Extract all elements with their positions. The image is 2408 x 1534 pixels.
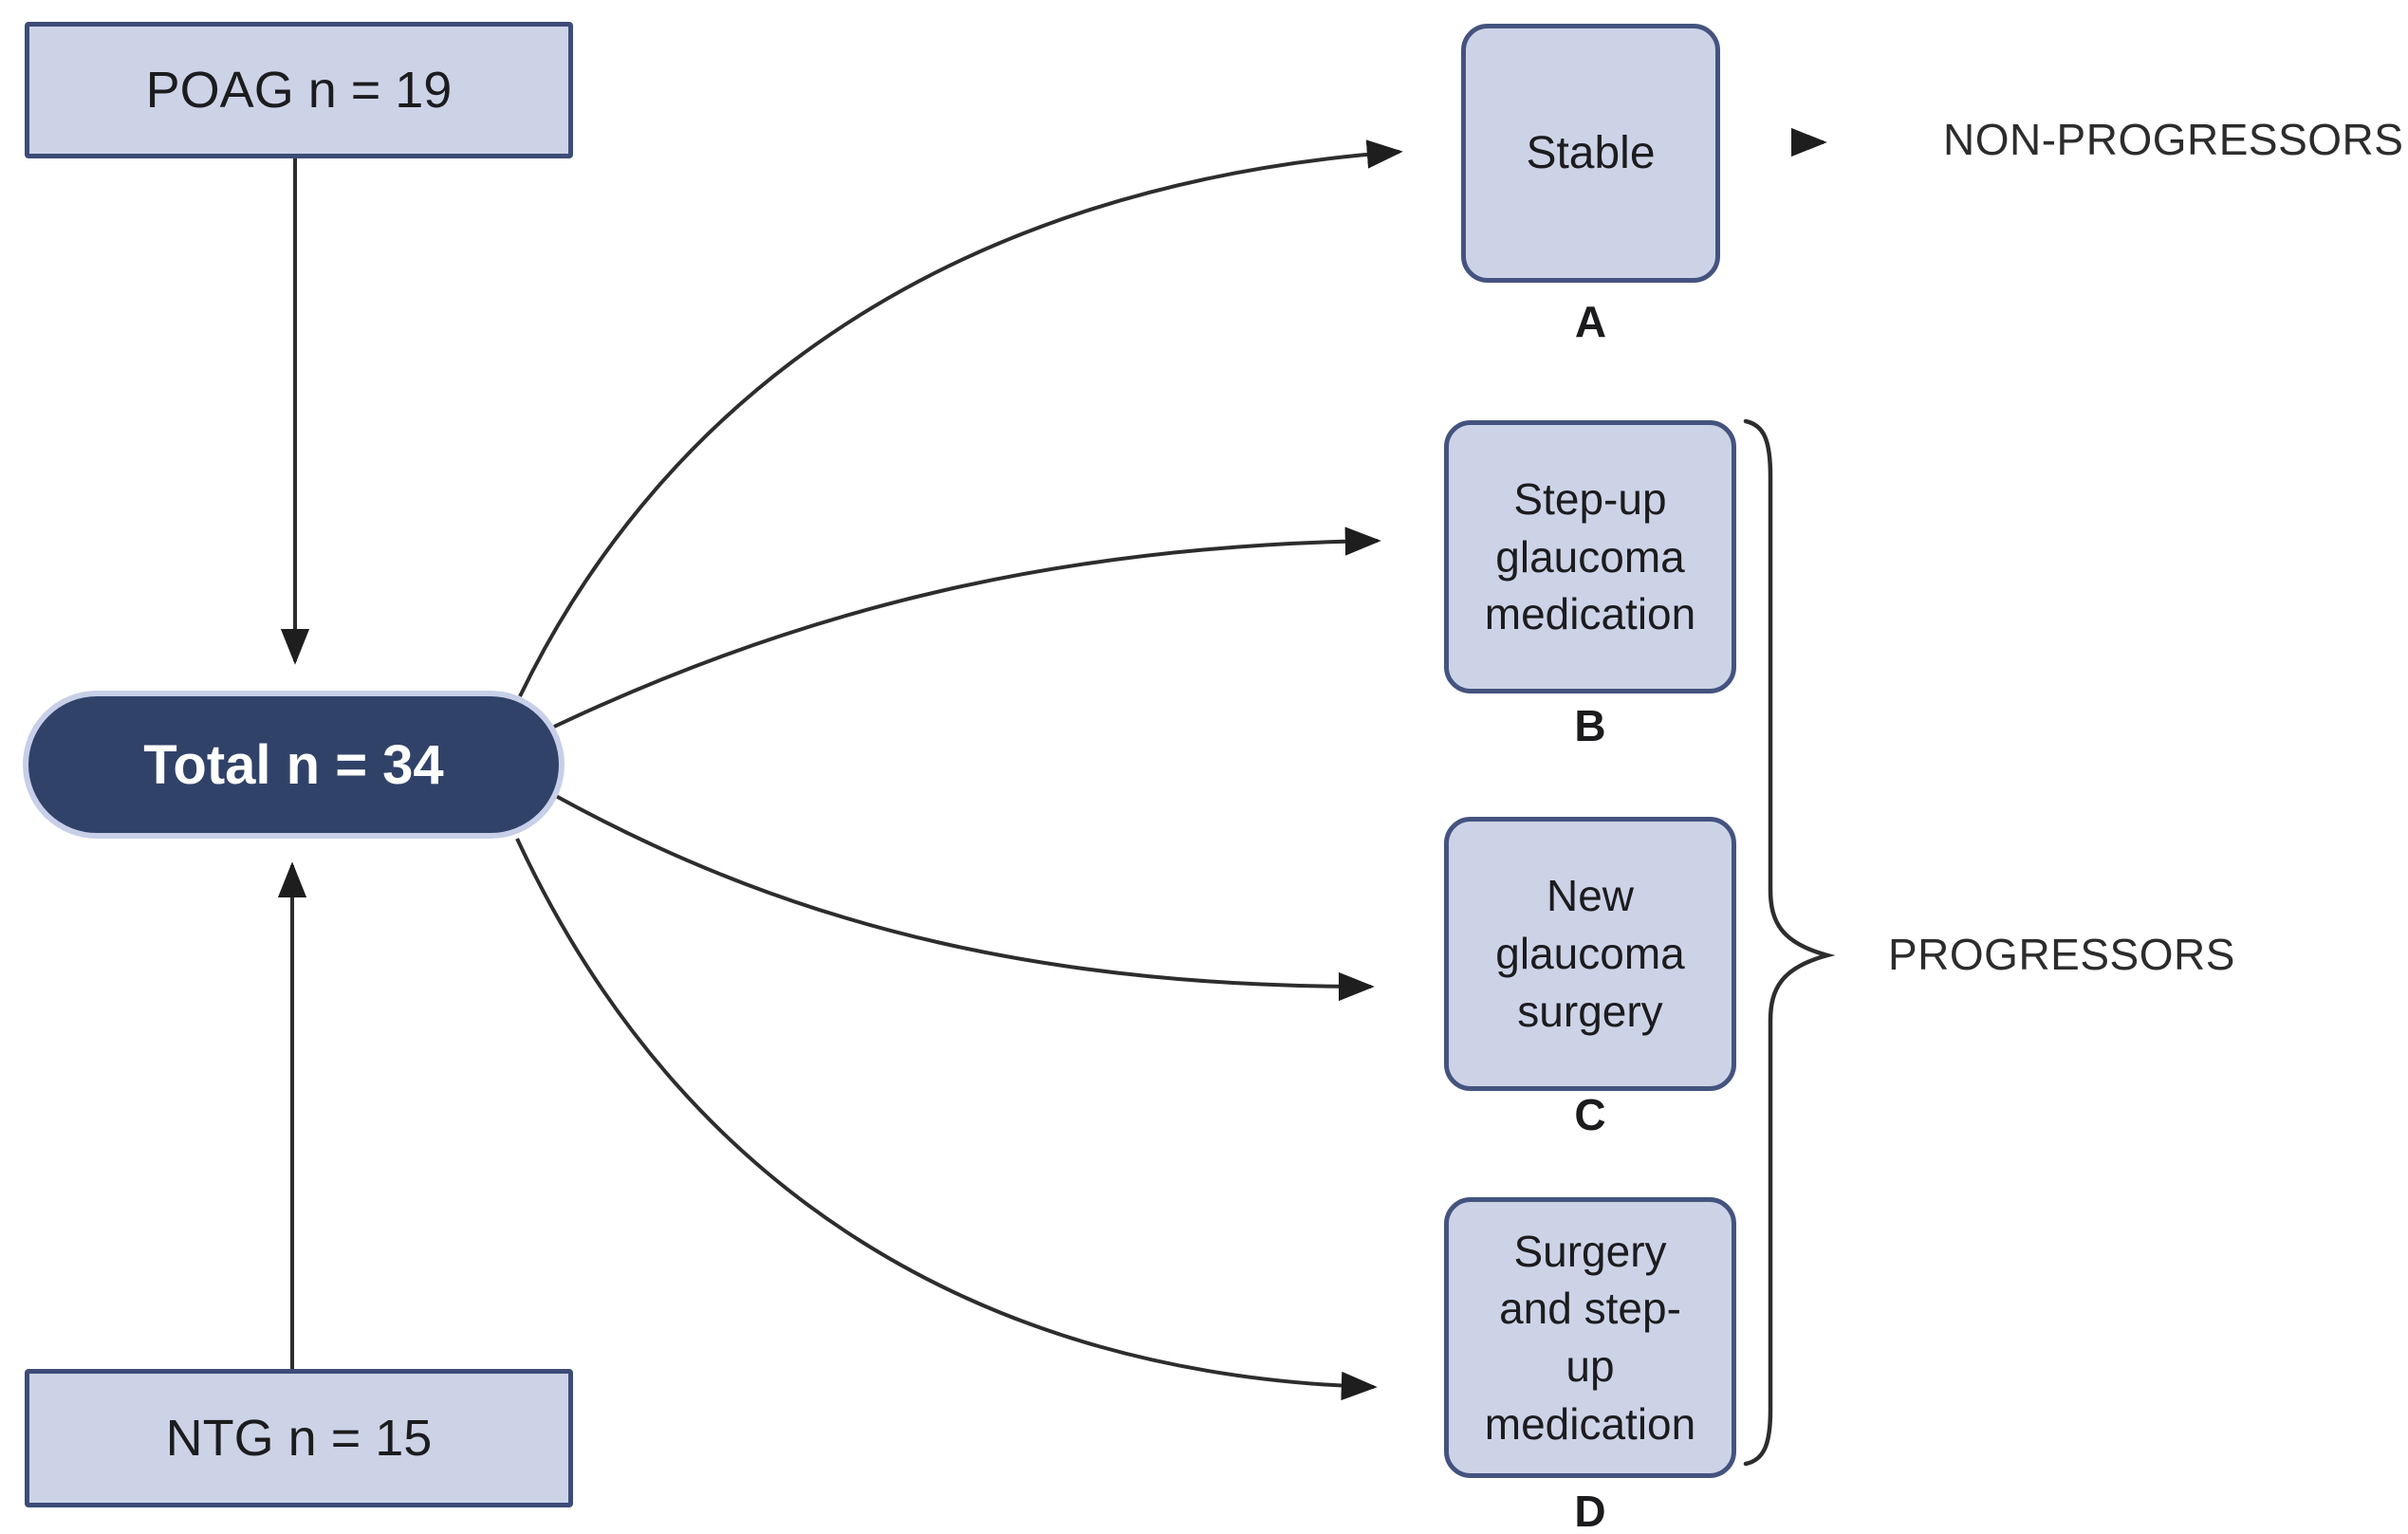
progressors-label: PROGRESSORS	[1888, 930, 2235, 979]
outcome-letter-c: C	[1574, 1090, 1606, 1139]
non-progressors-label: NON-PROGRESSORS	[1943, 115, 2404, 164]
ntg-cohort-label: NTG n = 15	[165, 1410, 433, 1467]
total-label: Total n = 34	[143, 733, 444, 796]
outcome-letter-b: B	[1574, 701, 1606, 750]
curve-total-to-stable	[518, 139, 1403, 697]
outcome-stable-label: Stable	[1526, 127, 1656, 178]
outcome-box-surgery-and-stepup: Surgery and step- up medication	[1444, 1197, 1736, 1478]
progressors-brace	[1743, 418, 1836, 1467]
outcome-box-stable: Stable	[1461, 24, 1720, 283]
curve-total-to-new-surgery	[553, 793, 1375, 1002]
outcome-surgery-and-stepup-label: Surgery and step- up medication	[1484, 1226, 1696, 1449]
ntg-cohort-box: NTG n = 15	[25, 1369, 573, 1507]
outcome-box-stepup-medication: Step-up glaucoma medication	[1444, 420, 1736, 693]
outcome-letter-a: A	[1574, 297, 1607, 346]
poag-cohort-label: POAG n = 19	[145, 62, 453, 119]
total-pill: Total n = 34	[23, 691, 565, 839]
outcome-letter-d: D	[1574, 1487, 1606, 1534]
curve-total-to-surgery-and-stepup	[515, 838, 1378, 1401]
outcome-box-new-surgery: New glaucoma surgery	[1444, 817, 1736, 1091]
outcome-new-surgery-label: New glaucoma surgery	[1495, 871, 1685, 1036]
curve-total-to-stepup-medication	[553, 527, 1381, 729]
poag-cohort-box: POAG n = 19	[25, 22, 573, 158]
outcome-stepup-medication-label: Step-up glaucoma medication	[1484, 473, 1696, 639]
